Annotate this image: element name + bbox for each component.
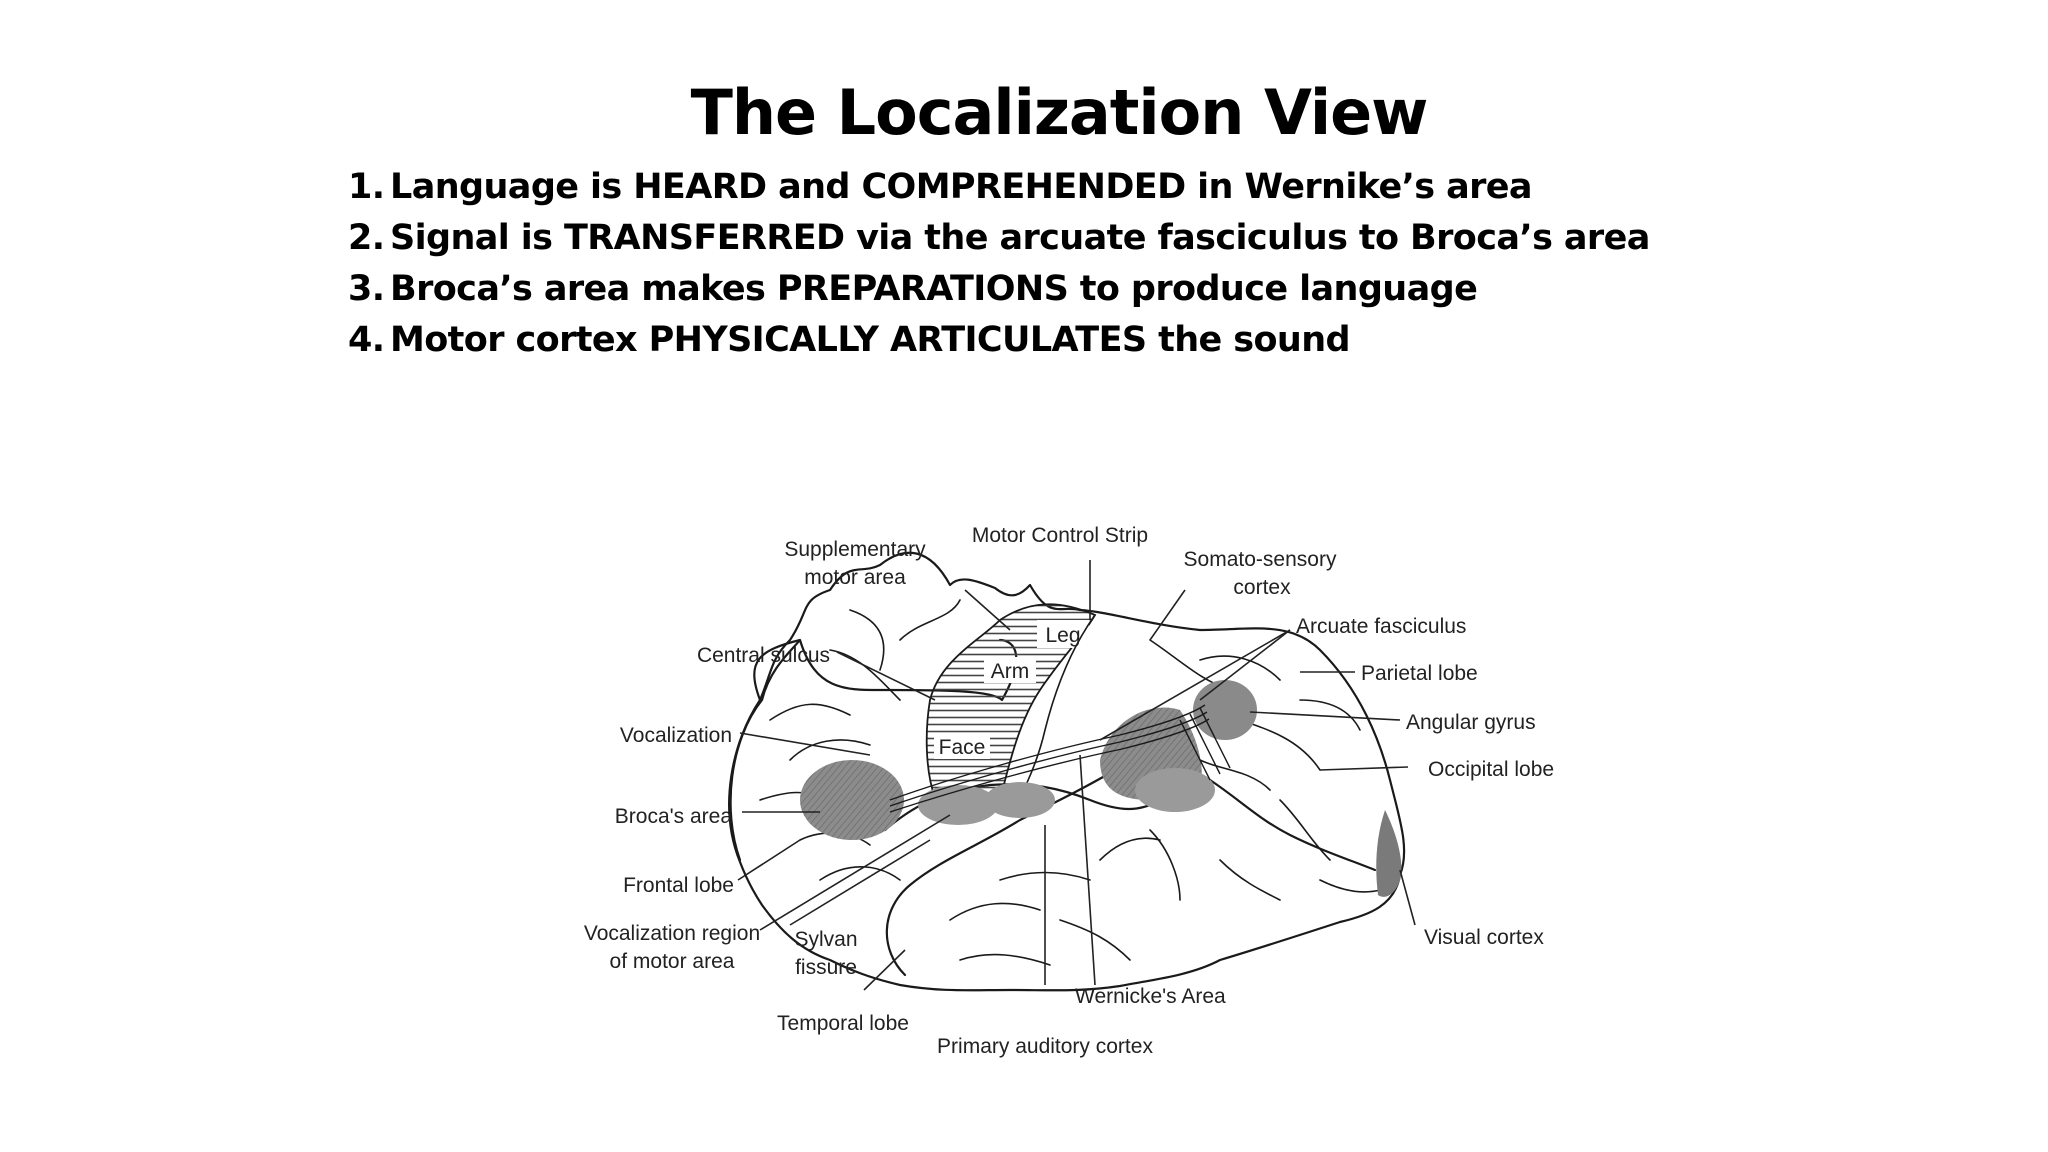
- label-vocalization: Vocalization: [620, 724, 732, 747]
- broca-area-shape: [800, 760, 904, 840]
- label-parietal-lobe: Parietal lobe: [1361, 662, 1478, 685]
- label-temporal-lobe: Temporal lobe: [777, 1012, 909, 1035]
- auditory-cortex-shape: [985, 782, 1055, 818]
- label-motor-control-strip: Motor Control Strip: [972, 524, 1148, 547]
- label-somato-sensory-line2: cortex: [1233, 576, 1291, 599]
- angular-gyrus-shape: [1193, 680, 1257, 740]
- label-visual-cortex: Visual cortex: [1424, 926, 1544, 949]
- label-supplementary-motor-line2: motor area: [804, 566, 906, 589]
- label-leg: Leg: [1045, 624, 1080, 647]
- label-vocalization-region-line1: Vocalization region: [584, 922, 760, 945]
- label-brocas-area: Broca's area: [615, 805, 733, 828]
- label-sylvan-fissure-line1: Sylvan: [794, 928, 857, 951]
- visual-cortex-shape: [1376, 810, 1401, 897]
- label-face: Face: [939, 736, 986, 759]
- label-occipital-lobe: Occipital lobe: [1428, 758, 1554, 781]
- label-primary-auditory-cortex: Primary auditory cortex: [937, 1035, 1153, 1058]
- label-somato-sensory-line1: Somato-sensory: [1184, 548, 1337, 571]
- label-arcuate-fasciculus: Arcuate fasciculus: [1296, 615, 1466, 638]
- label-wernickes-area: Wernicke's Area: [1075, 985, 1226, 1008]
- label-angular-gyrus: Angular gyrus: [1406, 711, 1536, 734]
- label-vocalization-region-line2: of motor area: [610, 950, 735, 973]
- label-arm: Arm: [991, 660, 1030, 683]
- label-central-sulcus: Central sulcus: [697, 644, 830, 667]
- label-frontal-lobe: Frontal lobe: [623, 874, 734, 897]
- label-sylvan-fissure-line2: fissure: [795, 956, 857, 979]
- label-supplementary-motor-line1: Supplementary: [784, 538, 926, 561]
